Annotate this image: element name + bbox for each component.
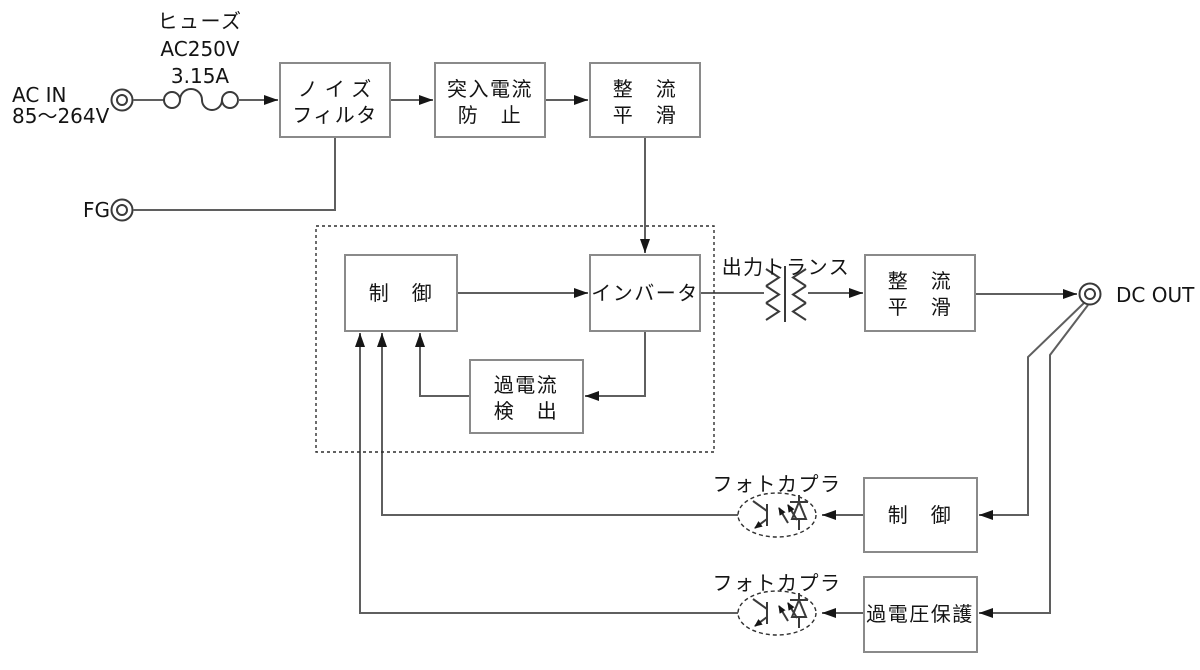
- fuse-voltage-rating: AC250V: [160, 37, 239, 61]
- rectify-input-label-line1: 整 流: [613, 77, 678, 101]
- fg-terminal-icon: [110, 198, 134, 222]
- overcurrent-label-line1: 過電流: [494, 373, 559, 397]
- photocoupler-upper-label: フォトカプラ: [713, 472, 842, 496]
- ac-in-range-label: 85〜264V: [12, 104, 110, 128]
- wire-photocoupler2-to-control-primary: [355, 333, 738, 614]
- fuse-current-rating: 3.15A: [171, 64, 230, 88]
- overcurrent-label-line2: 検 出: [494, 399, 559, 423]
- photocoupler-lower-icon: [738, 591, 816, 635]
- control-secondary-block: [863, 477, 978, 553]
- noise-filter-label-line1: ノイズ: [298, 77, 378, 101]
- inverter-label: インバータ: [591, 281, 699, 305]
- fuse-icon: [133, 88, 239, 111]
- output-transformer-label: 出力トランス: [722, 255, 851, 279]
- rectify-smooth-output-block: [864, 254, 976, 332]
- fg-label: FG: [83, 198, 110, 222]
- overvoltage-protection-block: [863, 576, 978, 653]
- wire-overcurrent-to-control: [415, 333, 470, 397]
- noise-filter-block: [279, 62, 391, 138]
- noise-filter-label-line2: フィルタ: [292, 103, 378, 127]
- rectify-output-label-line1: 整 流: [888, 269, 953, 293]
- inrush-label-line2: 防 止: [458, 103, 523, 127]
- rectify-smooth-input-block: [589, 62, 701, 138]
- inverter-block: [589, 254, 701, 332]
- wire-dc-out-to-overvoltage: [979, 304, 1089, 618]
- inrush-label-line1: 突入電流: [447, 77, 533, 101]
- ac-in-label: AC IN: [12, 83, 67, 107]
- wire-inverter-to-overcurrent: [585, 331, 646, 401]
- photocoupler-lower-label: フォトカプラ: [713, 571, 842, 595]
- fuse-label: ヒューズ: [158, 9, 243, 33]
- wire-photocoupler-to-control-primary: [377, 333, 738, 516]
- control-primary-block: [344, 254, 458, 332]
- photocoupler-upper-icon: [738, 493, 816, 537]
- control-secondary-label: 制 御: [888, 503, 953, 527]
- rectify-input-label-line2: 平 滑: [613, 103, 678, 127]
- control-primary-label: 制 御: [369, 281, 434, 305]
- primary-control-dashed-enclosure: [315, 225, 715, 453]
- wire-dc-out-to-control-secondary: [979, 302, 1085, 520]
- inrush-current-prevention-block: [434, 62, 546, 138]
- wire-fg-to-noise-filter: [133, 137, 336, 211]
- ac-in-terminal-icon: [110, 88, 134, 112]
- dc-out-label: DC OUT: [1116, 283, 1195, 307]
- overcurrent-detection-block: [469, 359, 584, 434]
- dc-out-terminal-icon: [1078, 282, 1102, 306]
- overvoltage-protection-label: 過電圧保護: [866, 602, 974, 626]
- output-transformer-icon: [765, 266, 807, 322]
- rectify-output-label-line2: 平 滑: [888, 295, 953, 319]
